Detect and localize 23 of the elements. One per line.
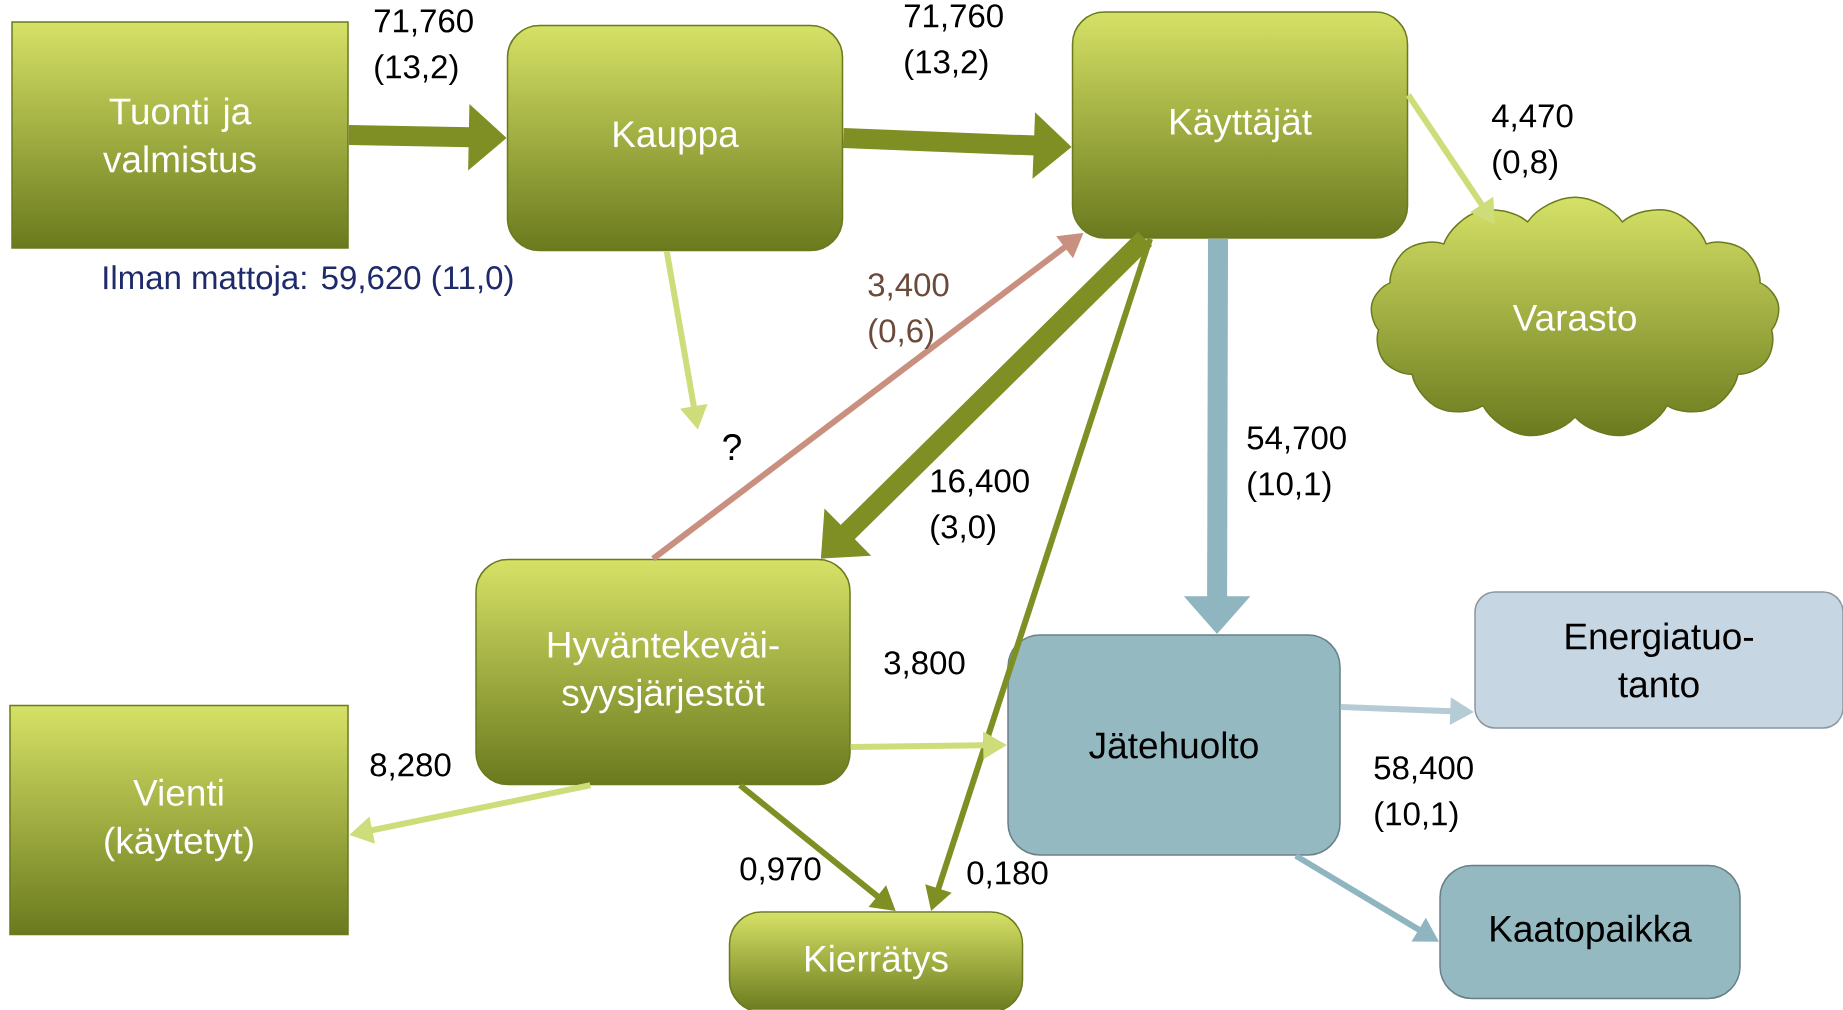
process-box: Tuonti ja valmistus (11, 21, 349, 249)
edge-label: 71,760 (13,2) (374, 9, 473, 86)
question-mark: ? (723, 434, 741, 460)
edge-label: 0,180 (967, 861, 1048, 889)
edge-label: 3,400 (0,6) (868, 273, 949, 350)
process-box: Kauppa (506, 24, 844, 252)
process-box: Kierrätys (728, 911, 1024, 1010)
note-text: Ilman mattoja: 59,620 (11,0) (104, 265, 513, 296)
process-box: Kaatopaikka (1439, 864, 1741, 1000)
edge-label: 4,470 (0,8) (1491, 104, 1573, 181)
process-box: Hyväntekeväi- syysjärjestöt (475, 558, 851, 786)
edge-label: 0,970 (740, 857, 821, 885)
edge-label: 3,800 (884, 651, 965, 679)
storage-cloud: Varasto (1370, 196, 1780, 437)
edge-label: 71,760 (13,2) (904, 4, 1003, 81)
process-box: Jätehuolto (1007, 634, 1341, 856)
edge-label: 16,400 (3,0) (931, 469, 1029, 546)
edge-label: 58,400 (10,1) (1374, 756, 1473, 833)
edge-label: 8,280 (370, 753, 451, 781)
edge-label: 54,700 (10,1) (1247, 426, 1346, 503)
process-box: Käyttäjät (1071, 11, 1409, 239)
process-box: Vienti (käytetyt) (9, 704, 349, 936)
process-box: Energiatuo- tanto (1474, 591, 1843, 729)
